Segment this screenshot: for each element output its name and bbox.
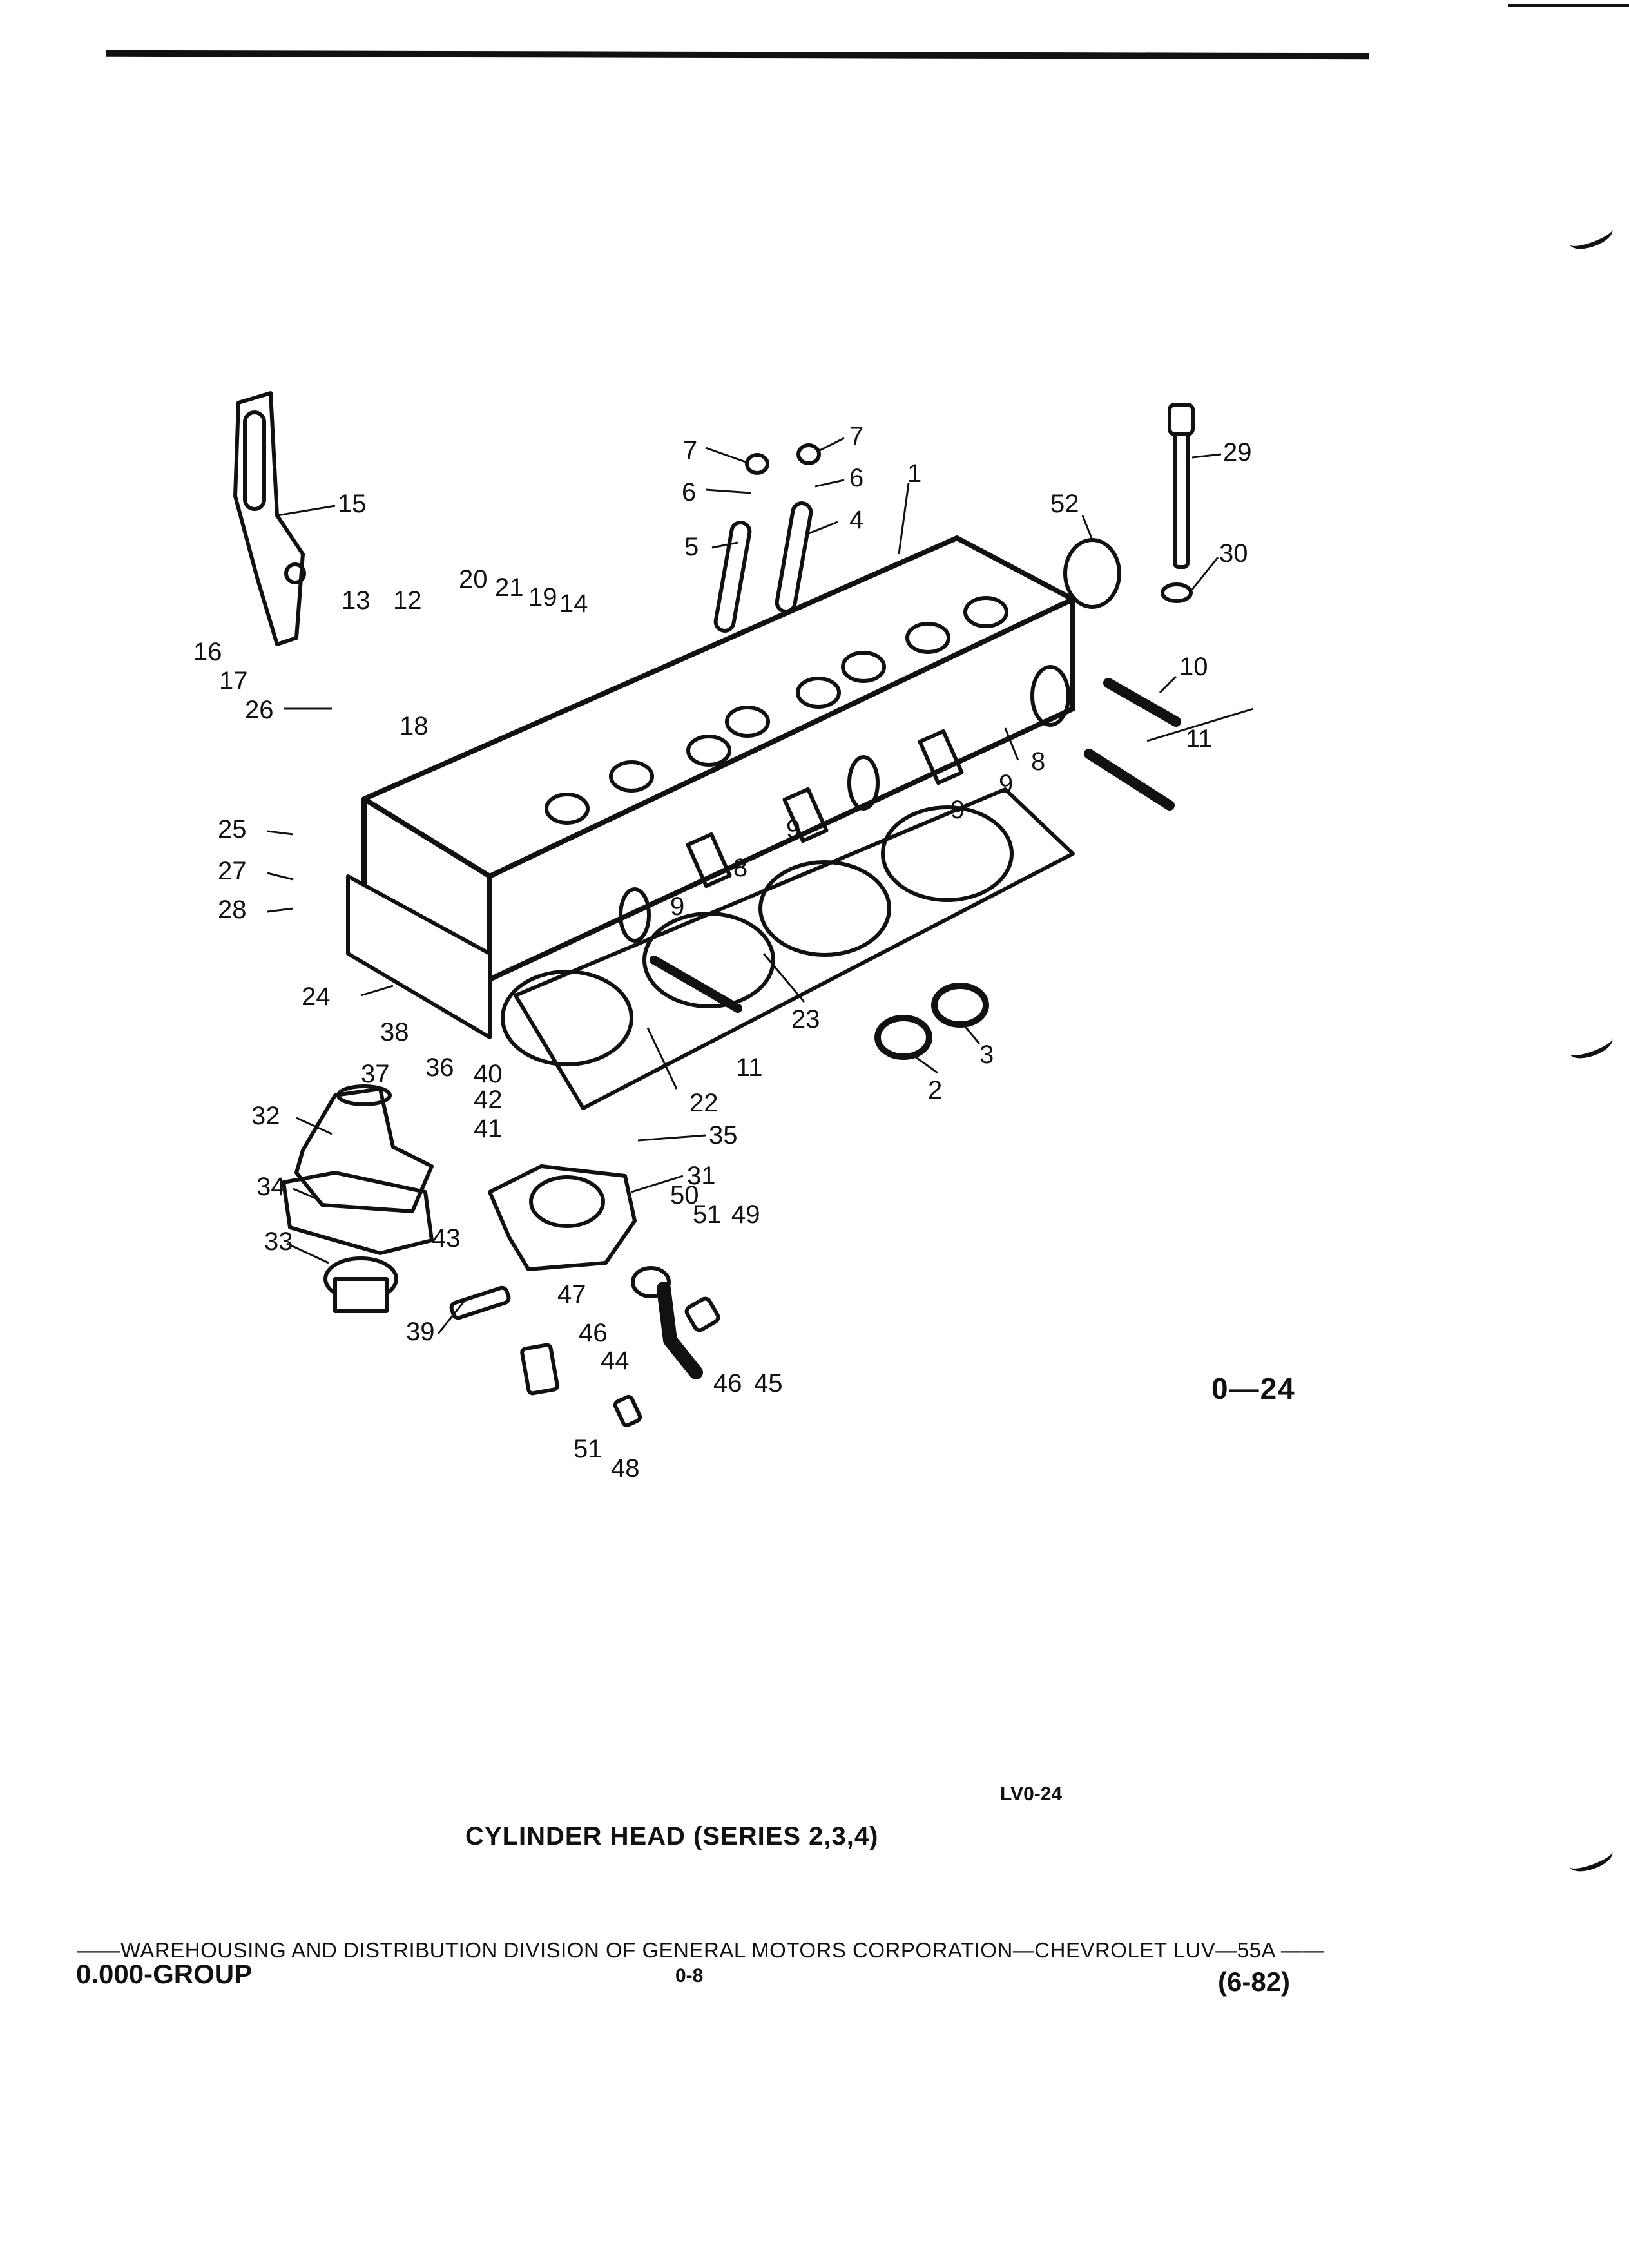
callout-label: 8 bbox=[733, 854, 747, 882]
figure-number: 0—24 bbox=[1211, 1372, 1296, 1405]
callout-label: 7 bbox=[683, 436, 697, 465]
callout-label: 16 bbox=[193, 638, 222, 666]
callout-label: 21 bbox=[495, 573, 524, 602]
callout-label: 2 bbox=[928, 1076, 942, 1104]
callout-label: 15 bbox=[338, 490, 367, 518]
callout-label: 19 bbox=[528, 583, 557, 611]
callout-label: 47 bbox=[557, 1280, 586, 1309]
callout-label: 20 bbox=[459, 565, 488, 593]
callout-label: 3 bbox=[979, 1041, 994, 1069]
callout-label: 42 bbox=[474, 1086, 503, 1114]
callout-label: 52 bbox=[1050, 490, 1079, 518]
callout-label: 22 bbox=[689, 1089, 718, 1117]
callout-label: 9 bbox=[786, 815, 800, 843]
reference-code: LV0-24 bbox=[1000, 1783, 1063, 1805]
footer-revision: (6-82) bbox=[1218, 1966, 1291, 1997]
callout-label: 11 bbox=[736, 1053, 763, 1082]
callout-label: 18 bbox=[400, 712, 429, 740]
callout-label: 44 bbox=[601, 1347, 630, 1375]
callout-label: 6 bbox=[682, 478, 696, 506]
callout-label: 49 bbox=[731, 1200, 760, 1229]
callout-label: 34 bbox=[256, 1173, 285, 1201]
callout-label: 40 bbox=[474, 1060, 503, 1088]
leader-lines bbox=[267, 437, 1254, 1334]
callout-label: 51 bbox=[693, 1200, 722, 1229]
callout-label: 37 bbox=[361, 1060, 390, 1088]
diagram-caption: CYLINDER HEAD (SERIES 2,3,4) bbox=[465, 1822, 879, 1850]
callout-label: 7 bbox=[849, 422, 863, 450]
callout-label: 36 bbox=[425, 1053, 454, 1082]
callout-label: 26 bbox=[245, 696, 274, 724]
callout-label: 17 bbox=[219, 667, 248, 695]
callout-label: 5 bbox=[684, 533, 699, 561]
callout-label: 8 bbox=[1031, 747, 1045, 776]
callout-label: 31 bbox=[687, 1162, 716, 1190]
callout-label: 48 bbox=[611, 1454, 640, 1483]
callout-label: 45 bbox=[754, 1369, 783, 1398]
footer-group: 0.000-GROUP bbox=[76, 1959, 253, 1989]
callout-label: 6 bbox=[849, 464, 863, 492]
callout-label: 30 bbox=[1219, 539, 1248, 568]
callout-labels: 7 7 6 6 5 4 1 15 52 29 30 20 21 19 14 13… bbox=[193, 422, 1252, 1483]
diagram-drawing bbox=[233, 391, 1195, 1428]
callout-label: 11 bbox=[1186, 725, 1213, 753]
footer-page-number: 0-8 bbox=[675, 1965, 704, 1986]
callout-label: 14 bbox=[559, 590, 588, 618]
callout-label: 51 bbox=[574, 1435, 602, 1463]
callout-label: 27 bbox=[218, 857, 247, 885]
callout-label: 1 bbox=[907, 459, 921, 488]
callout-label: 32 bbox=[251, 1102, 280, 1130]
callout-label: 12 bbox=[393, 586, 422, 615]
callout-label: 25 bbox=[218, 815, 247, 843]
corner-rule bbox=[1508, 4, 1629, 7]
callout-label: 10 bbox=[1179, 653, 1208, 681]
callout-label: 4 bbox=[849, 506, 863, 534]
callout-label: 24 bbox=[302, 983, 331, 1011]
callout-label: 13 bbox=[342, 586, 371, 615]
callout-label: 46 bbox=[713, 1369, 742, 1398]
callout-label: 33 bbox=[264, 1227, 293, 1256]
callout-label: 50 bbox=[670, 1181, 699, 1209]
callout-label: 38 bbox=[380, 1018, 409, 1046]
callout-label: 43 bbox=[432, 1224, 461, 1253]
callout-label: 9 bbox=[999, 770, 1013, 798]
callout-label: 9 bbox=[670, 892, 684, 921]
callout-label: 23 bbox=[791, 1005, 820, 1033]
callout-label: 39 bbox=[406, 1318, 435, 1346]
callout-label: 28 bbox=[218, 896, 247, 924]
callout-label: 35 bbox=[709, 1121, 738, 1149]
callout-label: 46 bbox=[579, 1319, 608, 1347]
callout-label: 29 bbox=[1223, 438, 1252, 466]
callout-label: 9 bbox=[950, 796, 965, 824]
callout-label: 41 bbox=[474, 1115, 503, 1143]
footer-distribution-line: ——WAREHOUSING AND DISTRIBUTION DIVISION … bbox=[77, 1938, 1324, 1962]
